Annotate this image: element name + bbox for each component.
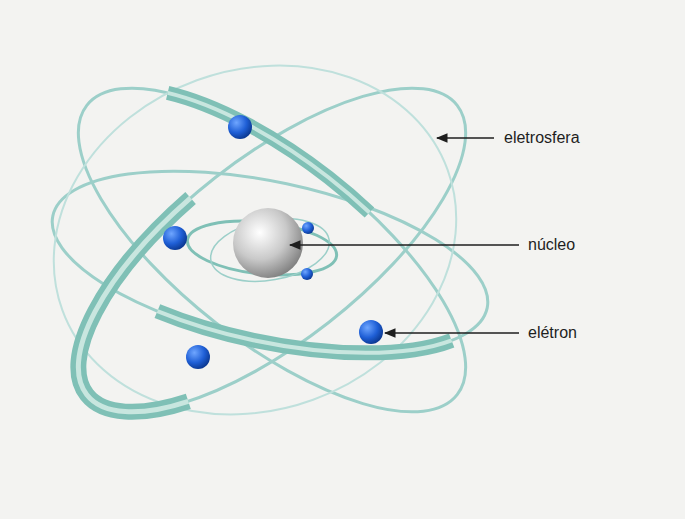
electron	[228, 115, 252, 139]
electrons	[163, 115, 383, 369]
electron-label: elétron	[526, 323, 579, 343]
electron	[186, 345, 210, 369]
electron	[163, 226, 187, 250]
orbits	[4, 10, 514, 470]
electron	[359, 320, 383, 344]
electron	[301, 268, 313, 280]
orbit-band	[30, 33, 514, 467]
orbit-band	[36, 138, 504, 387]
shell-label: eletrosfera	[502, 128, 582, 148]
nucleus-label: núcleo	[526, 235, 577, 255]
orbit	[30, 33, 514, 467]
leader-lines	[290, 138, 519, 333]
nucleus	[233, 208, 303, 278]
orbit-band-stripe	[30, 33, 514, 467]
orbit	[4, 10, 506, 470]
orbit	[36, 138, 504, 387]
orbit-band-stripe	[36, 138, 504, 387]
orbit	[30, 33, 514, 467]
leader-line	[385, 332, 519, 333]
orbit-band-stripe	[30, 33, 514, 467]
electron	[302, 222, 314, 234]
orbit-band	[30, 33, 514, 467]
leader-line	[437, 137, 494, 138]
leader-line	[290, 244, 519, 245]
